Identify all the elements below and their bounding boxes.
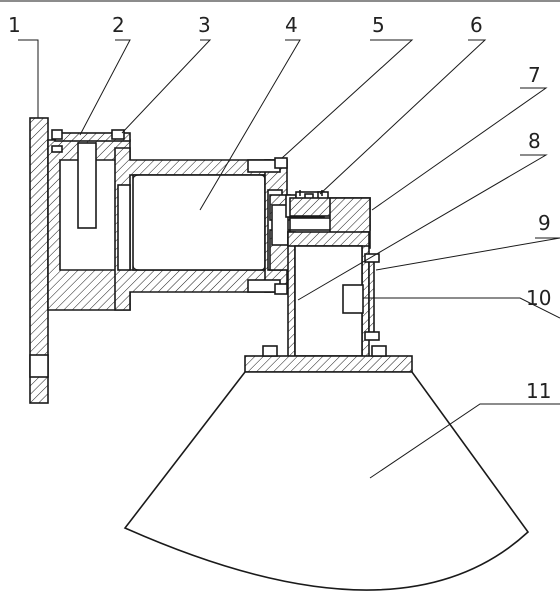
base-plate	[244, 345, 413, 373]
callout-1: 1	[8, 13, 21, 37]
callout-5: 5	[372, 13, 385, 37]
leader-lines	[18, 39, 560, 479]
callout-2: 2	[112, 13, 125, 37]
callout-9: 9	[538, 211, 551, 235]
callout-labels: 1 2 3 4 5 6 7 8 9 10 11	[8, 13, 551, 403]
callout-6: 6	[470, 13, 483, 37]
inner-post	[77, 142, 97, 229]
callout-3: 3	[198, 13, 211, 37]
callout-10: 10	[526, 286, 551, 310]
callout-4: 4	[285, 13, 298, 37]
callout-11: 11	[526, 379, 551, 403]
part-11-cone	[123, 371, 530, 591]
callout-7: 7	[528, 63, 541, 87]
part-2-top-plate	[51, 129, 131, 153]
part-4-motor-housing	[114, 147, 288, 311]
part-8-9-10-bracket	[287, 231, 380, 358]
callout-8: 8	[528, 129, 541, 153]
